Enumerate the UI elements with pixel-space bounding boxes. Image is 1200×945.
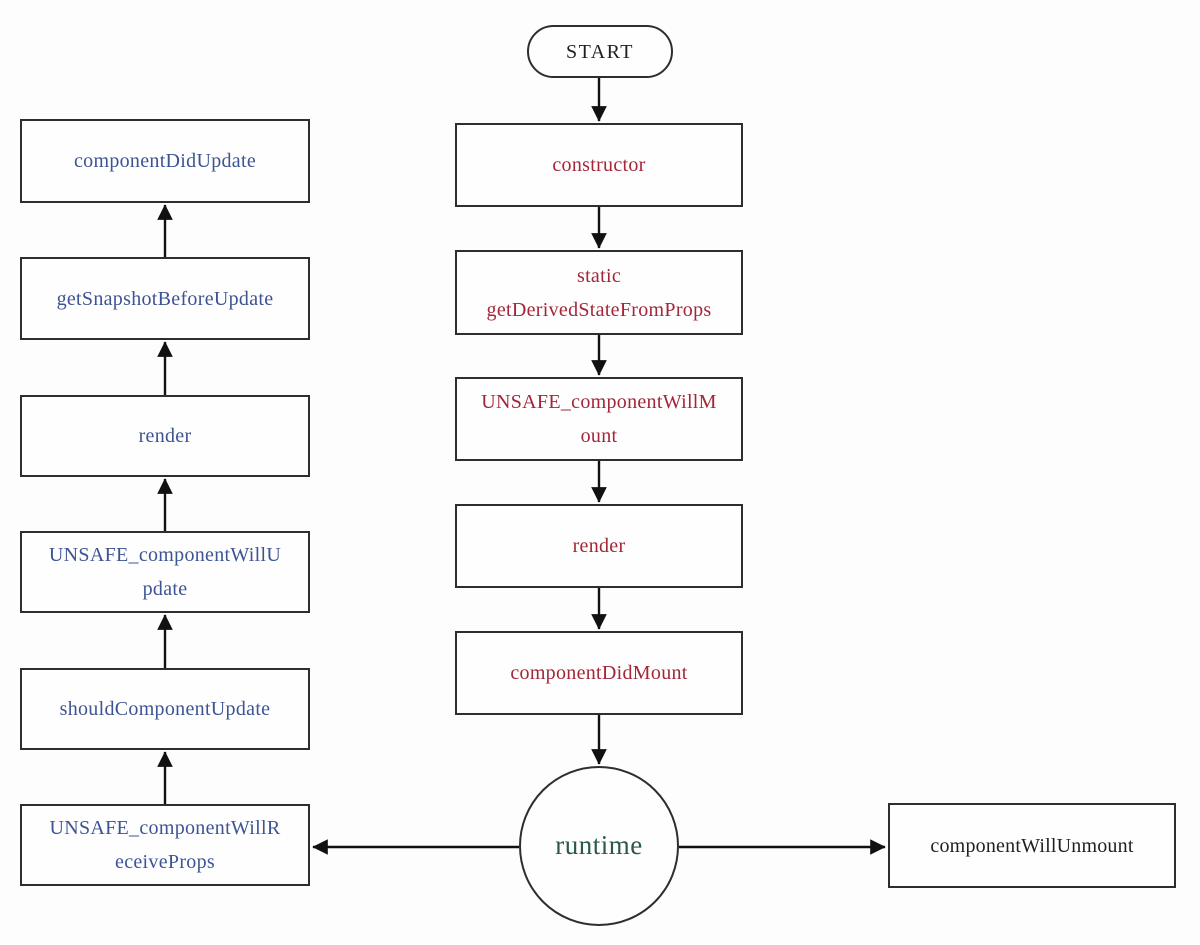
node-get-snapshot-before-update: getSnapshotBeforeUpdate (20, 257, 310, 340)
node-get-snapshot-before-update-label: getSnapshotBeforeUpdate (56, 287, 274, 310)
node-component-will-unmount: componentWillUnmount (888, 803, 1176, 888)
node-get-derived-state-from-props-label: static getDerivedStateFromProps (486, 264, 712, 321)
node-component-did-update: componentDidUpdate (20, 119, 310, 203)
node-runtime-label: runtime (555, 830, 643, 861)
node-component-will-unmount-label: componentWillUnmount (930, 834, 1134, 857)
node-runtime: runtime (519, 766, 679, 926)
node-should-component-update: shouldComponentUpdate (20, 668, 310, 750)
node-unsafe-component-will-receive-props: UNSAFE_componentWillReceiveProps (20, 804, 310, 886)
node-should-component-update-label: shouldComponentUpdate (59, 698, 271, 720)
node-render-update: render (20, 395, 310, 477)
node-start-label: START (565, 40, 635, 63)
node-constructor-label: constructor (552, 154, 646, 176)
node-get-derived-state-from-props: static getDerivedStateFromProps (455, 250, 743, 335)
node-render-mount: render (455, 504, 743, 588)
node-render-update-label: render (138, 425, 192, 447)
node-unsafe-component-will-mount-label: UNSAFE_componentWillMount (481, 391, 717, 447)
node-component-did-mount: componentDidMount (455, 631, 743, 715)
node-unsafe-component-will-update-label: UNSAFE_componentWillUpdate (48, 544, 282, 600)
node-unsafe-component-will-update: UNSAFE_componentWillUpdate (20, 531, 310, 613)
node-component-did-mount-label: componentDidMount (510, 662, 688, 684)
node-component-did-update-label: componentDidUpdate (73, 150, 257, 172)
node-render-mount-label: render (572, 535, 626, 557)
node-constructor: constructor (455, 123, 743, 207)
node-unsafe-component-will-mount: UNSAFE_componentWillMount (455, 377, 743, 461)
node-unsafe-component-will-receive-props-label: UNSAFE_componentWillReceiveProps (49, 817, 281, 873)
node-start: START (527, 25, 673, 78)
